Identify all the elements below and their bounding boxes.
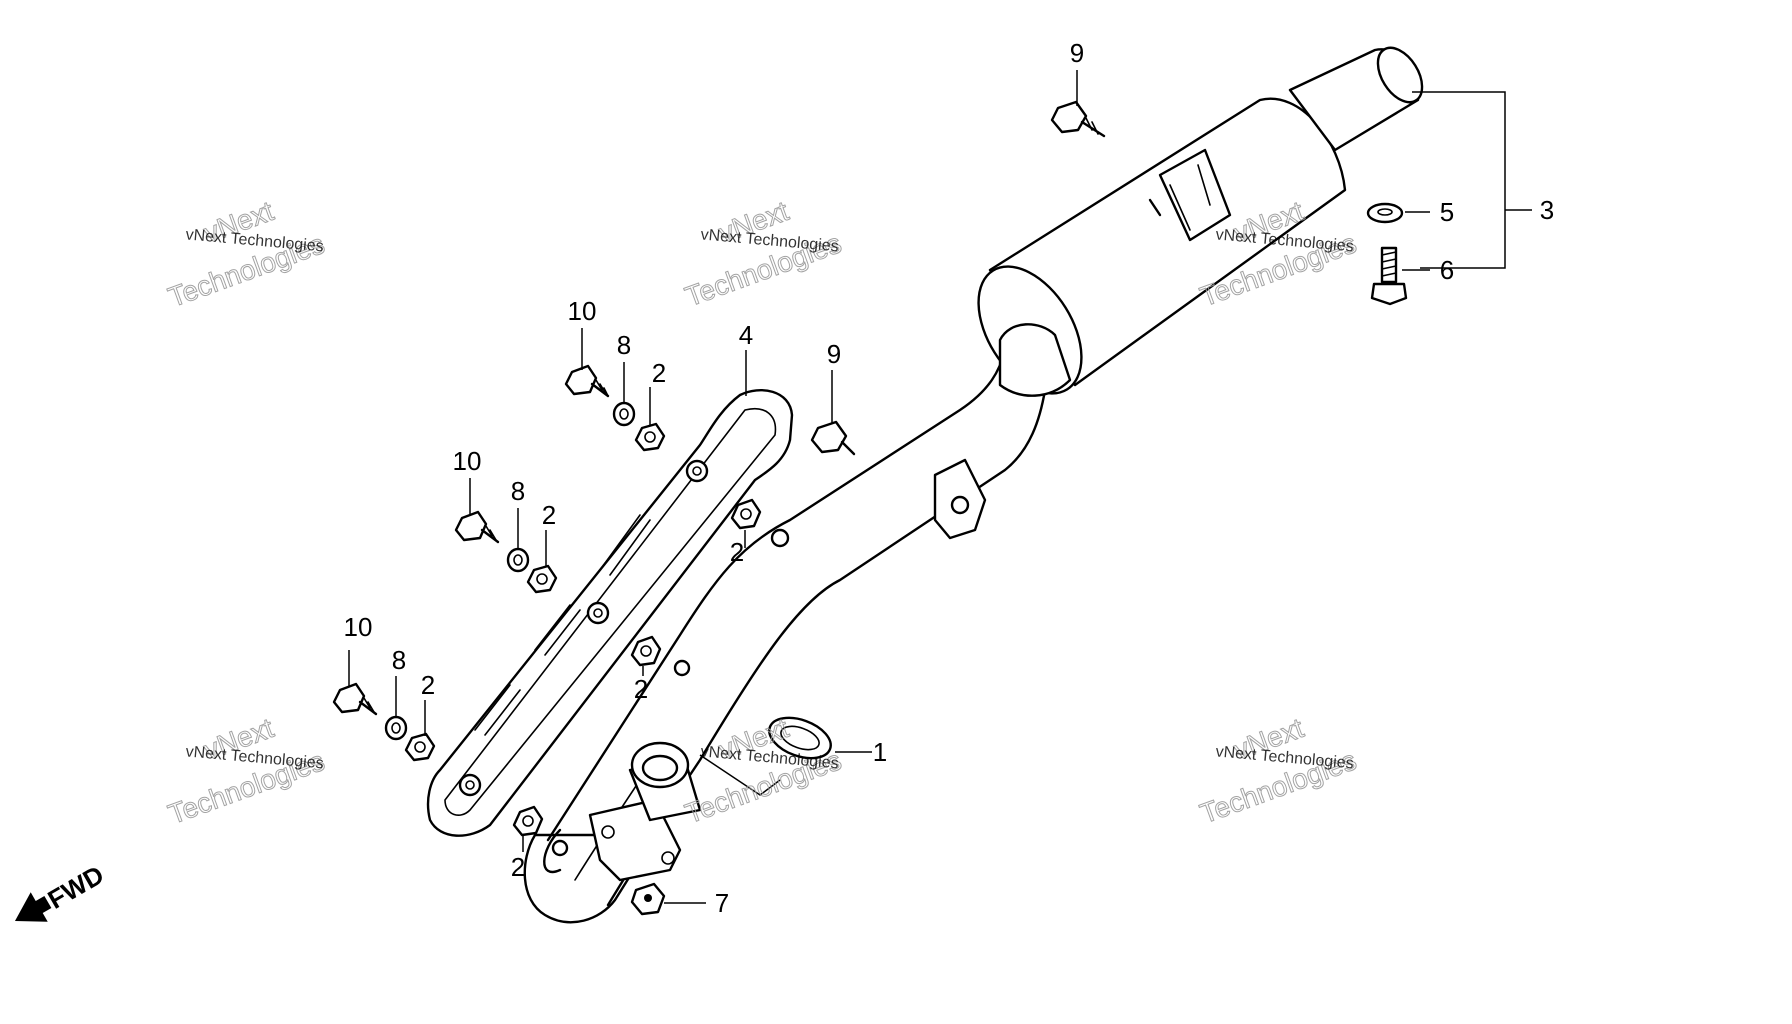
- callout-8-mid: 8: [511, 476, 525, 506]
- nut-2-b: [526, 564, 558, 594]
- bolt-10-c: [332, 682, 378, 716]
- nut-2-e: [630, 635, 662, 667]
- exhaust-pipe: [523, 348, 1047, 924]
- callout-2-pipe-mid: 2: [634, 674, 648, 704]
- callout-2-pipe-low: 2: [511, 852, 525, 882]
- forward-label: FWD: [43, 859, 109, 915]
- callout-2-top: 2: [652, 358, 666, 388]
- watermark-top-left: vNext Technologies vNext Technologies: [164, 195, 329, 314]
- nut-7: [630, 882, 666, 916]
- callout-4: 4: [739, 320, 753, 350]
- callout-6: 6: [1440, 255, 1454, 285]
- callout-10-mid: 10: [453, 446, 482, 476]
- washer-8-c: [384, 715, 408, 741]
- bolt-6: [1370, 246, 1408, 306]
- nut-2-a: [634, 422, 666, 452]
- bolt-9-a: [1050, 100, 1106, 138]
- forward-arrow-icon: [14, 892, 52, 922]
- washer-8-b: [506, 547, 530, 573]
- callout-2-pipe-upper: 2: [730, 537, 744, 567]
- watermark-bottom-right: vNext Technologies vNext Technologies: [1196, 712, 1361, 830]
- callout-10-top: 10: [568, 296, 597, 326]
- exhaust-gasket: [768, 716, 832, 760]
- nut-2-c: [404, 732, 436, 762]
- bolt-9-b: [810, 420, 856, 456]
- callout-3: 3: [1540, 195, 1554, 225]
- callout-10-low: 10: [344, 612, 373, 642]
- callout-labels: 9 3 5 6 10 8 2 4 9 10 8 2 2 10 8 2 2 1 2…: [344, 38, 1555, 918]
- callout-1: 1: [873, 737, 887, 767]
- muffler: [977, 46, 1424, 397]
- bolt-10-a: [564, 364, 610, 398]
- nut-2-f: [512, 805, 544, 837]
- nut-2-d: [730, 498, 762, 530]
- watermark-top-center: vNext Technologies vNext Technologies: [681, 195, 846, 313]
- callout-8-top: 8: [617, 330, 631, 360]
- callout-2-low: 2: [421, 670, 435, 700]
- callout-2-mid: 2: [542, 500, 556, 530]
- callout-9-mid: 9: [827, 339, 841, 369]
- callout-8-low: 8: [392, 645, 406, 675]
- callout-9-top: 9: [1070, 38, 1084, 68]
- heat-shield: [426, 388, 794, 837]
- bolt-10-b: [454, 510, 500, 544]
- watermark-bottom-left: vNext Technologies vNext Technologies: [164, 712, 329, 831]
- callout-7: 7: [715, 888, 729, 918]
- washer-8-a: [612, 401, 636, 427]
- forward-direction-indicator: FWD: [14, 859, 109, 922]
- leader-lines: [348, 70, 1532, 904]
- callout-5: 5: [1440, 197, 1454, 227]
- washer-5: [1366, 202, 1404, 224]
